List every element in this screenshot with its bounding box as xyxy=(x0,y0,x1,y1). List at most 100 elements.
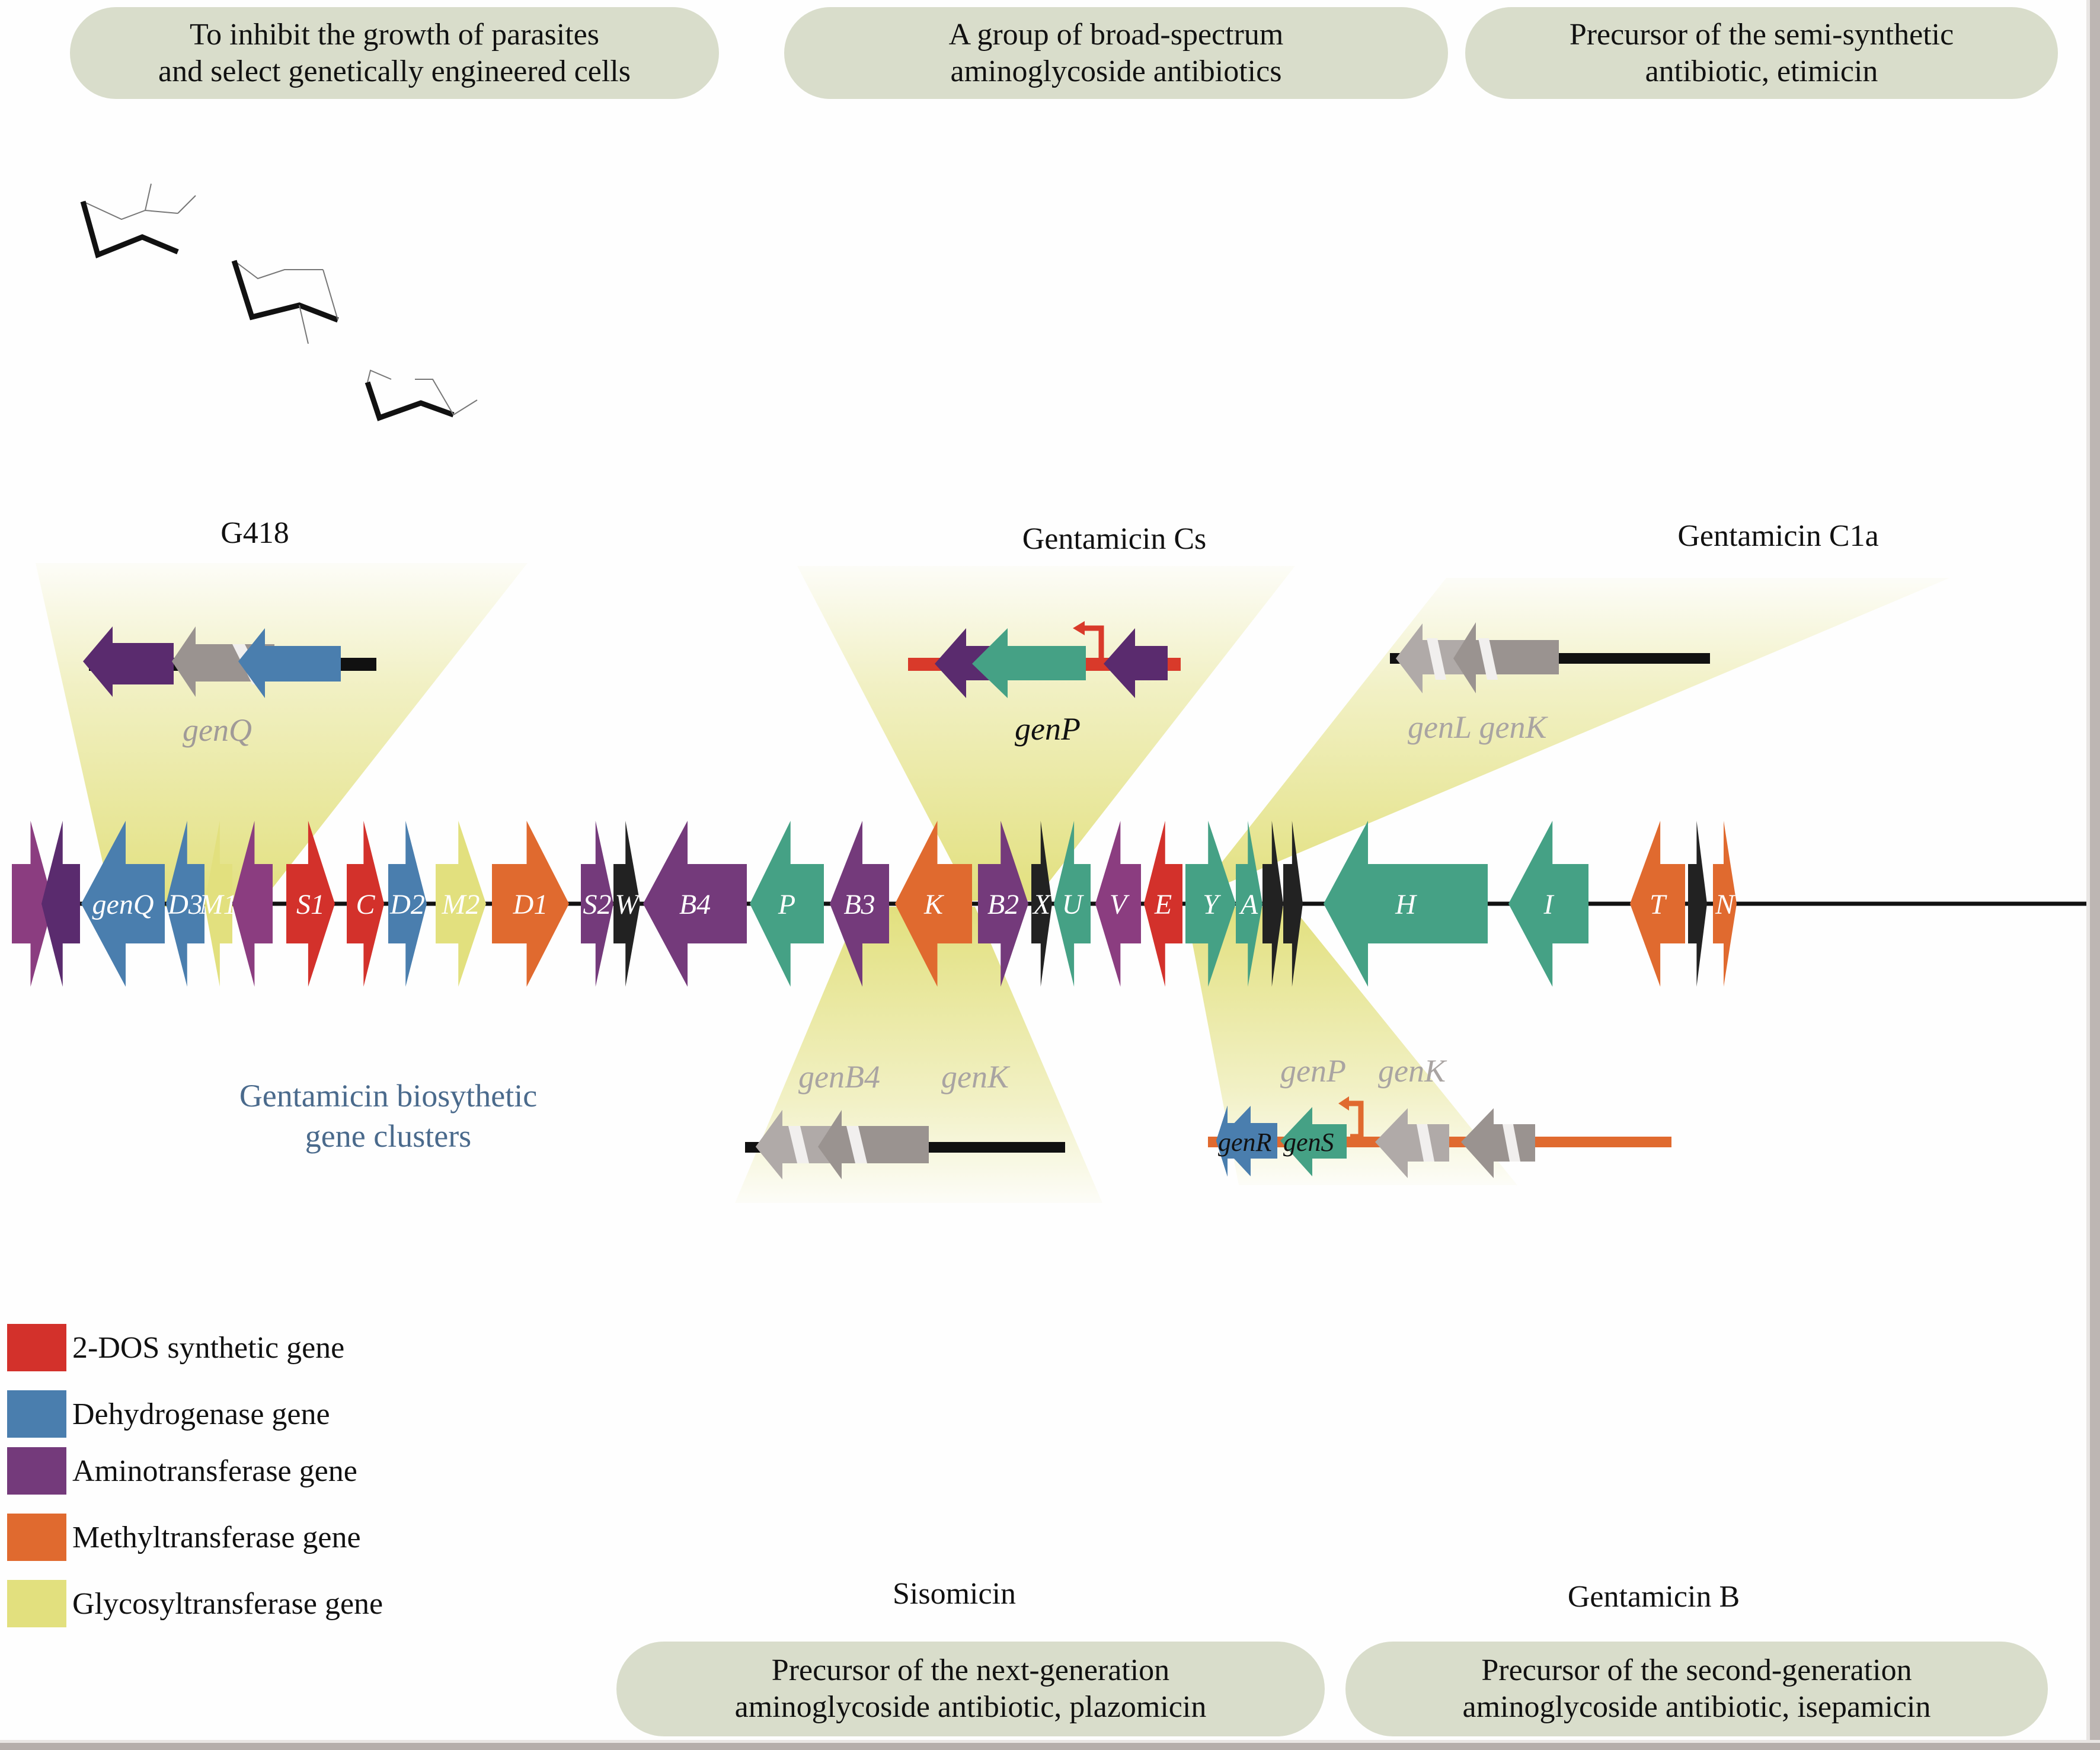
legend-swatch xyxy=(7,1324,66,1371)
legend-label: Aminotransferase gene xyxy=(72,1454,357,1488)
inline-label-genr: genR xyxy=(1218,1128,1272,1157)
gene-arrow-unlabeled-0 xyxy=(12,821,53,987)
gene-arrow-k xyxy=(895,821,972,987)
gene-arrow-inset xyxy=(238,628,341,698)
gene-arrow-s2 xyxy=(581,821,613,987)
window-frame-bottom xyxy=(0,1740,2100,1750)
legend-item-dehydrogenase: Dehydrogenase gene xyxy=(7,1390,383,1438)
promoter-arrow-icon xyxy=(1083,625,1104,660)
gene-label-t: T xyxy=(1650,889,1667,920)
gene-arrow-stripe xyxy=(1478,638,1498,680)
gene-arrow-b2 xyxy=(978,821,1028,987)
inset-label-genk: genK xyxy=(941,1059,1011,1095)
gene-arrow-inset xyxy=(172,626,274,697)
legend-item-methyltransferase: Methyltransferase gene xyxy=(7,1514,383,1561)
legend-swatch xyxy=(7,1514,66,1561)
cluster-title: Gentamicin biosythetic gene clusters xyxy=(239,1078,538,1154)
gene-arrow-inset xyxy=(83,626,174,697)
gene-arrow-stripe xyxy=(1503,1124,1520,1162)
inset-genq: genQ xyxy=(83,626,376,748)
legend-item-2dos: 2-DOS synthetic gene xyxy=(7,1324,383,1371)
promoter-arrow-icon xyxy=(1345,1100,1364,1140)
inset-label-genk-b: genK xyxy=(1378,1053,1447,1089)
gene-label-s1: S1 xyxy=(296,889,325,920)
gene-arrow-t xyxy=(1630,821,1685,987)
gene-arrow-inset xyxy=(972,628,1086,698)
window-frame-right xyxy=(2086,0,2100,1750)
gene-arrow-unlabeled-24 xyxy=(1262,821,1283,987)
gene-label-y: Y xyxy=(1203,889,1221,920)
gene-arrow-p xyxy=(750,821,824,987)
pill-gentamicin-c1a-use: Precursor of the semi-synthetic antibiot… xyxy=(1465,7,2058,99)
gene-arrow-unlabeled-5 xyxy=(232,821,273,987)
gene-arrow-b3 xyxy=(830,821,889,987)
gene-label-s2: S2 xyxy=(583,889,612,920)
pill-gentamicin-cs-use: A group of broad-spectrum aminoglycoside… xyxy=(784,7,1448,99)
gene-arrow-w xyxy=(613,821,640,987)
gene-arrow-inset xyxy=(1104,628,1168,698)
gene-label-genq: genQ xyxy=(92,889,154,920)
gene-label-k: K xyxy=(923,889,945,920)
gene-arrow-b4 xyxy=(643,821,747,987)
spotlight-genk xyxy=(1185,578,1950,901)
pill-sisomicin-use: Precursor of the next-generation aminogl… xyxy=(616,1642,1325,1736)
gene-arrow-unlabeled-1 xyxy=(41,821,80,987)
gene-arrow-genq xyxy=(81,821,165,987)
gene-arrow-inset xyxy=(935,628,999,698)
gene-arrow-s1 xyxy=(286,821,335,987)
gene-arrow-y xyxy=(1185,821,1236,987)
inset-label-genb4: genB4 xyxy=(798,1059,880,1095)
inset-genb4-genk: genB4 genK xyxy=(745,1059,1065,1179)
gene-label-e: E xyxy=(1154,889,1172,920)
gene-arrow-h xyxy=(1324,821,1488,987)
legend-label: Glycosyltransferase gene xyxy=(72,1586,383,1621)
gene-arrow-gens[interactable] xyxy=(1280,1107,1347,1176)
compound-name-g418: G418 xyxy=(220,516,289,550)
gene-arrow-x xyxy=(1031,821,1052,987)
gene-label-i: I xyxy=(1543,889,1555,920)
gene-label-x: X xyxy=(1032,889,1051,920)
gene-label-p: P xyxy=(778,889,795,920)
compound-name-gentamicin-cs: Gentamicin Cs xyxy=(1022,522,1207,556)
gene-arrow-d3 xyxy=(166,821,204,987)
spotlight-genp xyxy=(797,566,1295,901)
gene-arrow-i xyxy=(1508,821,1588,987)
gene-arrow-genr-big xyxy=(1217,1106,1277,1176)
inset-label-genq: genQ xyxy=(183,712,252,748)
gene-arrow-a xyxy=(1236,821,1262,987)
gene-label-m2: M2 xyxy=(442,889,480,920)
legend-swatch xyxy=(7,1580,66,1627)
inset-label-genp-b: genP xyxy=(1280,1053,1346,1089)
gene-arrow-m1 xyxy=(204,821,232,987)
legend-swatch xyxy=(7,1447,66,1495)
gene-label-b3: B3 xyxy=(843,889,875,920)
gene-label-b2: B2 xyxy=(987,889,1019,920)
legend-label: 2-DOS synthetic gene xyxy=(72,1330,345,1365)
compound-name-gentamicin-b: Gentamicin B xyxy=(1567,1580,1740,1614)
gene-arrow-unlabeled-25 xyxy=(1283,821,1303,987)
gene-label-h: H xyxy=(1395,889,1417,920)
gene-arrow-v xyxy=(1095,821,1141,987)
gene-arrow-m2 xyxy=(436,821,486,987)
promoter-arrowhead xyxy=(1338,1096,1349,1111)
pill-gentamicin-b-use: Precursor of the second-generation amino… xyxy=(1345,1642,2048,1736)
gene-arrow-inset xyxy=(818,1110,929,1179)
compound-name-sisomicin: Sisomicin xyxy=(892,1577,1017,1611)
inset-genl-genk: genL genK xyxy=(1390,622,1710,745)
gene-arrow-stripe xyxy=(1427,638,1446,680)
spotlight-gens xyxy=(1185,907,1517,1185)
compound-name-gentamicin-c1a: Gentamicin C1a xyxy=(1677,519,1879,553)
legend-swatch xyxy=(7,1390,66,1438)
legend-item-glycosyltransferase: Glycosyltransferase gene xyxy=(7,1580,383,1627)
gene-label-b4: B4 xyxy=(679,889,711,920)
gene-label-d1: D1 xyxy=(513,889,548,920)
legend-label: Dehydrogenase gene xyxy=(72,1397,330,1431)
structure-g418 xyxy=(80,183,478,421)
gene-label-d3: D3 xyxy=(167,889,203,920)
gene-arrow-u xyxy=(1054,821,1091,987)
inset-genp: genP xyxy=(908,621,1181,747)
gene-arrow-d1 xyxy=(492,821,569,987)
gene-arrow-d2 xyxy=(388,821,427,987)
gene-label-a: A xyxy=(1239,889,1258,920)
